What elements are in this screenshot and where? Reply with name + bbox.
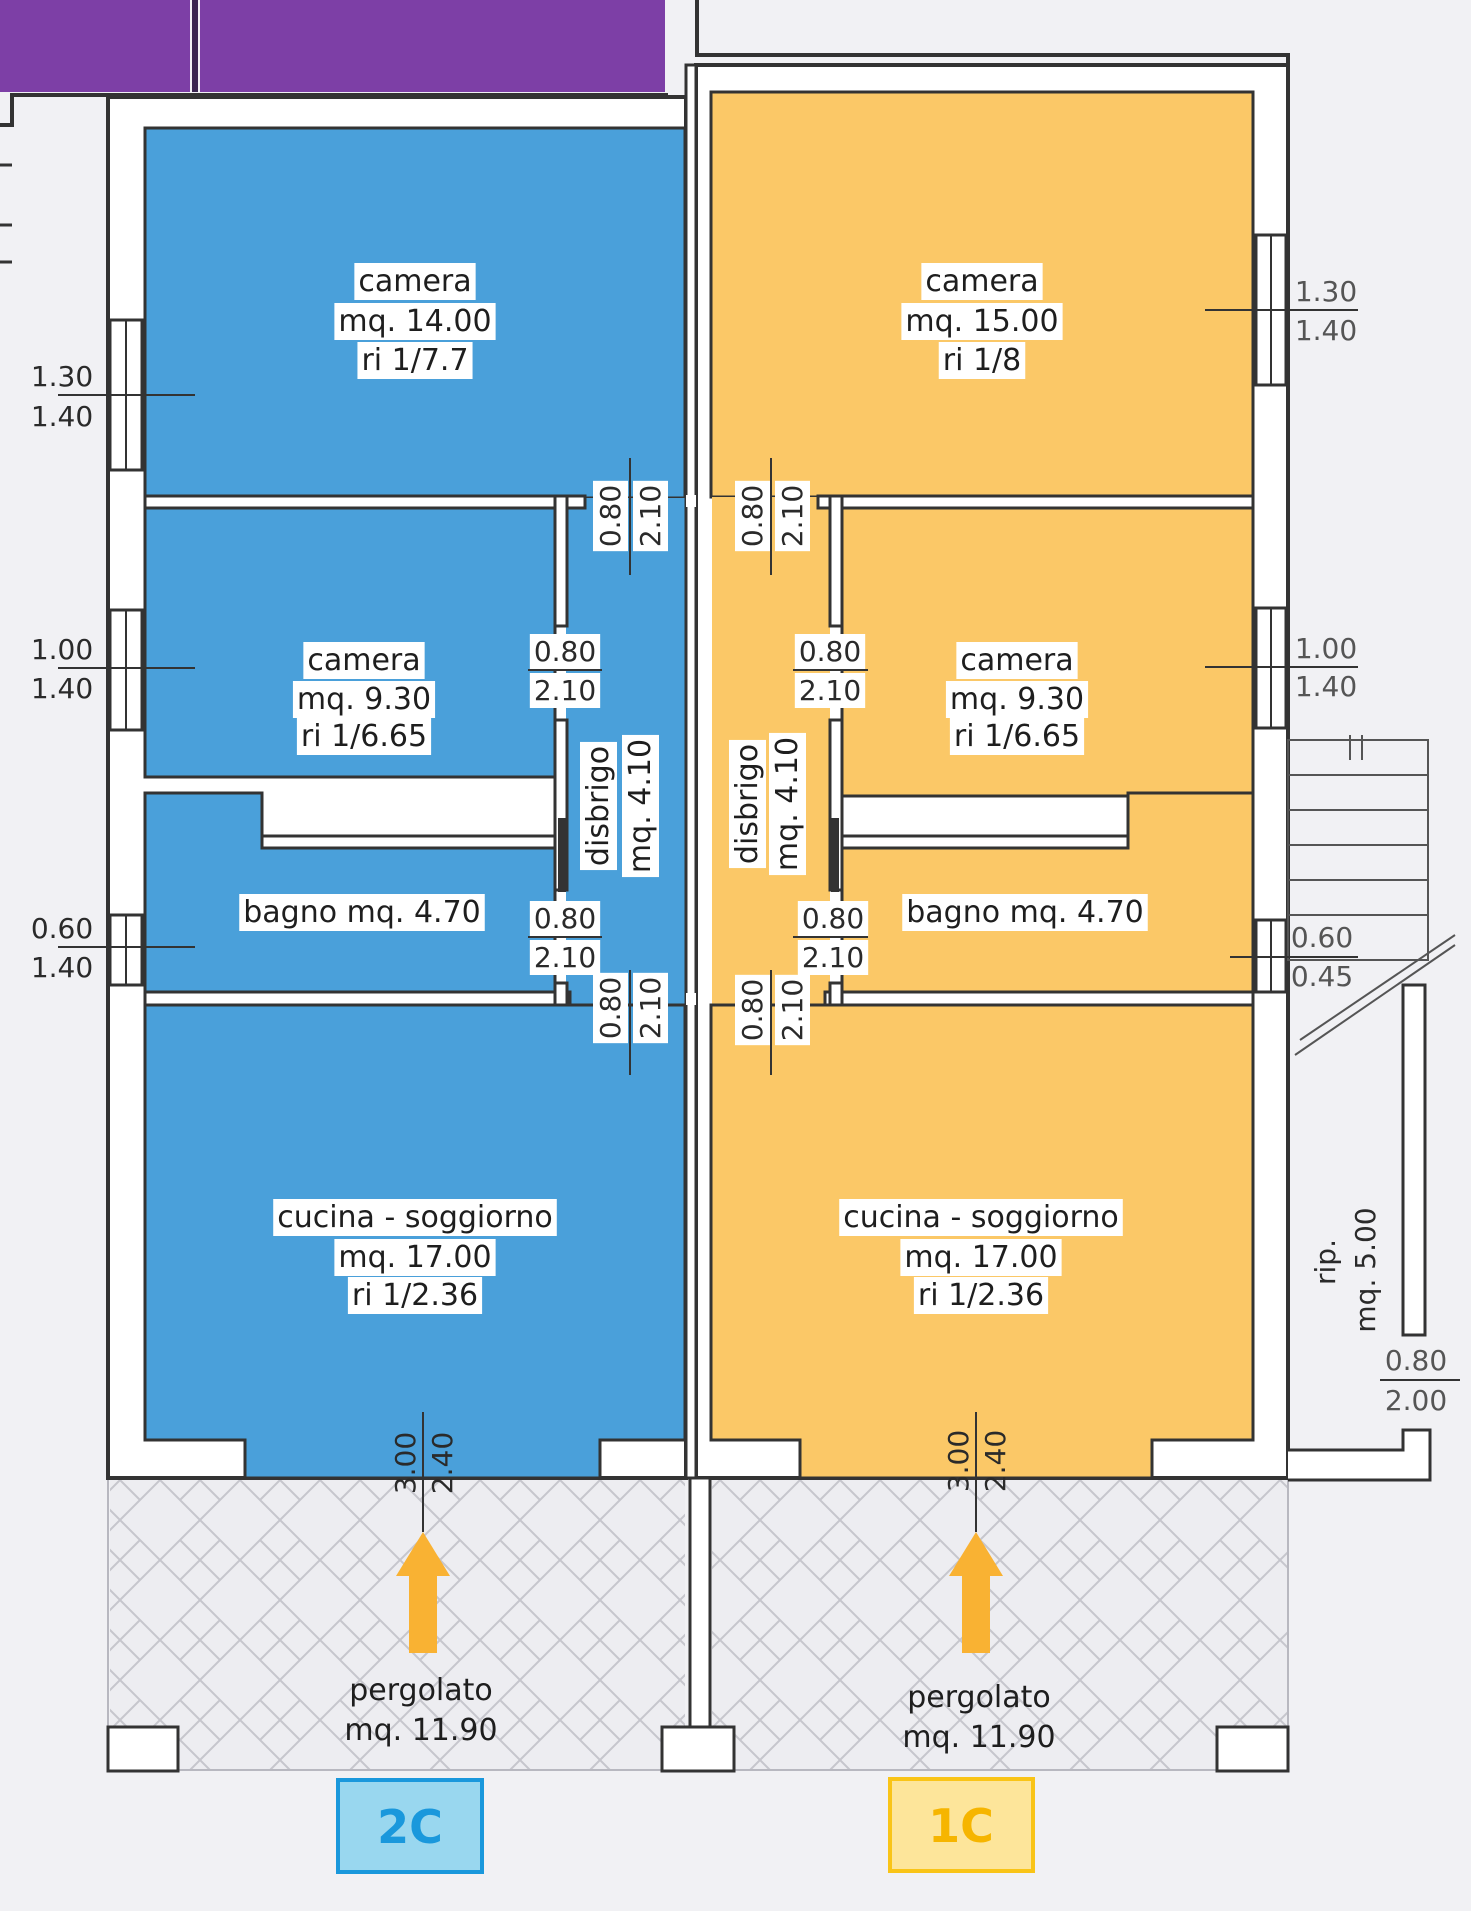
post-center	[660, 1725, 736, 1773]
door-2c-2-h: 2.10	[534, 674, 596, 707]
room-2c-camera-1-area: mq. 14.00	[338, 304, 491, 339]
pergolato-1c-area: mq. 11.90	[902, 1720, 1055, 1755]
room-1c-disbrigo-area: mq. 4.10	[770, 737, 805, 871]
door-1c-3-h: 2.10	[802, 941, 864, 974]
ripostiglio-door-w: 0.80	[1385, 1344, 1447, 1377]
room-1c-bagno-label: bagno mq. 4.70	[906, 895, 1144, 930]
door-1c-4-w: 0.80	[736, 979, 769, 1041]
unit-tag-2c: 2C	[377, 1800, 443, 1854]
door-2c-3-h: 2.10	[534, 941, 596, 974]
room-2c-camera-1-ratio: ri 1/7.7	[361, 343, 468, 378]
door-2c-2-w: 0.80	[534, 635, 596, 668]
entrance-2c-h: 2.40	[426, 1432, 459, 1494]
post-left	[106, 1725, 180, 1773]
window-2c-2-h: 1.40	[31, 672, 93, 705]
window-2c-2-w: 1.00	[31, 633, 93, 666]
room-1c-camera-1-name: camera	[925, 264, 1038, 299]
room-1c-disbrigo-name: disbrigo	[730, 744, 765, 864]
ripostiglio-name: rip.	[1309, 1239, 1342, 1285]
party-wall	[684, 63, 698, 1480]
door-1c-2-w: 0.80	[799, 635, 861, 668]
unit-tag-2c-box	[336, 1778, 484, 1874]
room-1c-cucina-ratio: ri 1/2.36	[918, 1278, 1044, 1313]
room-2c-cucina-area: mq. 17.00	[338, 1240, 491, 1275]
door-2c-4-w: 0.80	[594, 977, 627, 1039]
room-1c-camera-2-ratio: ri 1/6.65	[954, 719, 1080, 754]
window-1c-2-h: 1.40	[1295, 670, 1357, 703]
window-1c-1-h: 1.40	[1295, 314, 1357, 347]
room-2c-camera-1-name: camera	[358, 264, 471, 299]
window-2c-1-h: 1.40	[31, 400, 93, 433]
room-2c-camera-2-name: camera	[307, 643, 420, 678]
pergolato-2c-name: pergolato	[349, 1673, 493, 1708]
room-2c-disbrigo-name: disbrigo	[581, 746, 616, 866]
entrance-2c-w: 3.00	[389, 1432, 422, 1494]
room-1c-camera-2-name: camera	[960, 643, 1073, 678]
pergolato-1c-name: pergolato	[907, 1680, 1051, 1715]
door-2c-1-h: 2.10	[634, 485, 667, 547]
entrance-1c-h: 2.40	[979, 1430, 1012, 1492]
window-2c-3-h: 1.40	[31, 951, 93, 984]
pergola-paving-2c	[110, 1478, 685, 1770]
entrance-1c-w: 3.00	[942, 1430, 975, 1492]
door-1c-4-h: 2.10	[776, 979, 809, 1041]
door-2c-4-h: 2.10	[634, 977, 667, 1039]
door-1c-1-w: 0.80	[736, 485, 769, 547]
window-2c-1-w: 1.30	[31, 360, 93, 393]
neighbor-unit-b	[200, 0, 665, 92]
room-2c-camera-2-area: mq. 9.30	[297, 682, 431, 717]
window-1c-1-w: 1.30	[1295, 275, 1357, 308]
window-1c-3-w: 0.60	[1291, 921, 1353, 954]
ripostiglio-door-h: 2.00	[1385, 1384, 1447, 1417]
door-1c-3-w: 0.80	[802, 902, 864, 935]
entrance-arrow-2c	[396, 1532, 450, 1653]
room-2c-cucina-name: cucina - soggiorno	[277, 1200, 553, 1235]
window-2c-3-w: 0.60	[31, 912, 93, 945]
room-2c-camera-2-ratio: ri 1/6.65	[301, 719, 427, 754]
room-1c-camera-2-area: mq. 9.30	[950, 682, 1084, 717]
ripostiglio-wall	[1401, 983, 1427, 1337]
room-2c-cucina-ratio: ri 1/2.36	[352, 1278, 478, 1313]
unit-tag-1c: 1C	[928, 1799, 994, 1853]
door-2c-1-w: 0.80	[594, 485, 627, 547]
room-1c-camera-1-area: mq. 15.00	[905, 304, 1058, 339]
window-1c-3-h: 0.45	[1291, 960, 1353, 993]
entrance-arrow-1c	[949, 1532, 1003, 1653]
room-1c-camera-1-ratio: ri 1/8	[943, 343, 1022, 378]
room-1c-cucina-area: mq. 17.00	[904, 1240, 1057, 1275]
pergola-paving-1c	[712, 1478, 1288, 1770]
room-2c-bagno-label: bagno mq. 4.70	[243, 895, 481, 930]
room-1c-cucina-name: cucina - soggiorno	[843, 1200, 1119, 1235]
pergolato-2c-area: mq. 11.90	[344, 1713, 497, 1748]
unit-tag-1c-box	[888, 1777, 1035, 1873]
window-1c-2-w: 1.00	[1295, 632, 1357, 665]
room-2c-disbrigo-area: mq. 4.10	[623, 739, 658, 873]
neighbor-unit-a	[0, 0, 190, 92]
door-1c-1-h: 2.10	[776, 485, 809, 547]
post-right	[1215, 1725, 1290, 1773]
door-1c-2-h: 2.10	[799, 674, 861, 707]
door-2c-3-w: 0.80	[534, 902, 596, 935]
ripostiglio-area: mq. 5.00	[1349, 1207, 1382, 1332]
